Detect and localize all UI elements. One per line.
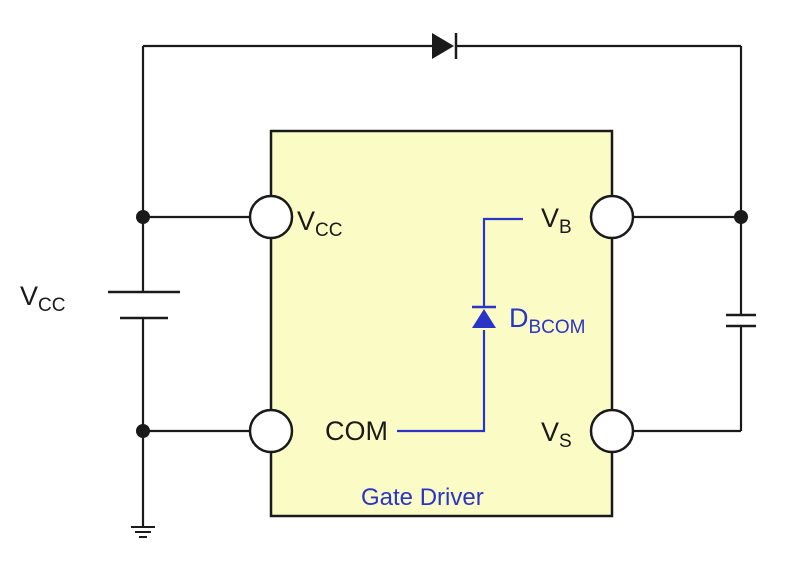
pin-vb [589, 194, 635, 240]
internal-diode-icon [472, 305, 496, 328]
chip-title: Gate Driver [361, 484, 484, 511]
pin-vb-label: VB [541, 203, 572, 238]
internal-diode-label: DBCOM [509, 303, 586, 338]
pin-com [248, 408, 294, 454]
junction-dot-vb [734, 210, 748, 224]
diode-icon [432, 33, 458, 59]
wire-internal-vb [482, 217, 523, 306]
pin-com-label: COM [325, 416, 388, 446]
pin-vcc-label: VCC [297, 206, 342, 241]
capacitor-icon [726, 313, 756, 328]
supply-label: VCC [20, 281, 65, 316]
gate-driver-chip [269, 129, 614, 518]
external-wiring [141, 44, 743, 527]
battery-icon [108, 290, 180, 320]
pin-vs [589, 408, 635, 454]
ground-icon [131, 526, 155, 538]
internal-wiring [397, 217, 523, 433]
junction-dot-vcc [136, 210, 150, 224]
pin-vs-label: VS [541, 417, 572, 452]
pin-vcc [248, 194, 294, 240]
junction-dot-com [136, 424, 150, 438]
wire-internal-com [397, 330, 486, 433]
